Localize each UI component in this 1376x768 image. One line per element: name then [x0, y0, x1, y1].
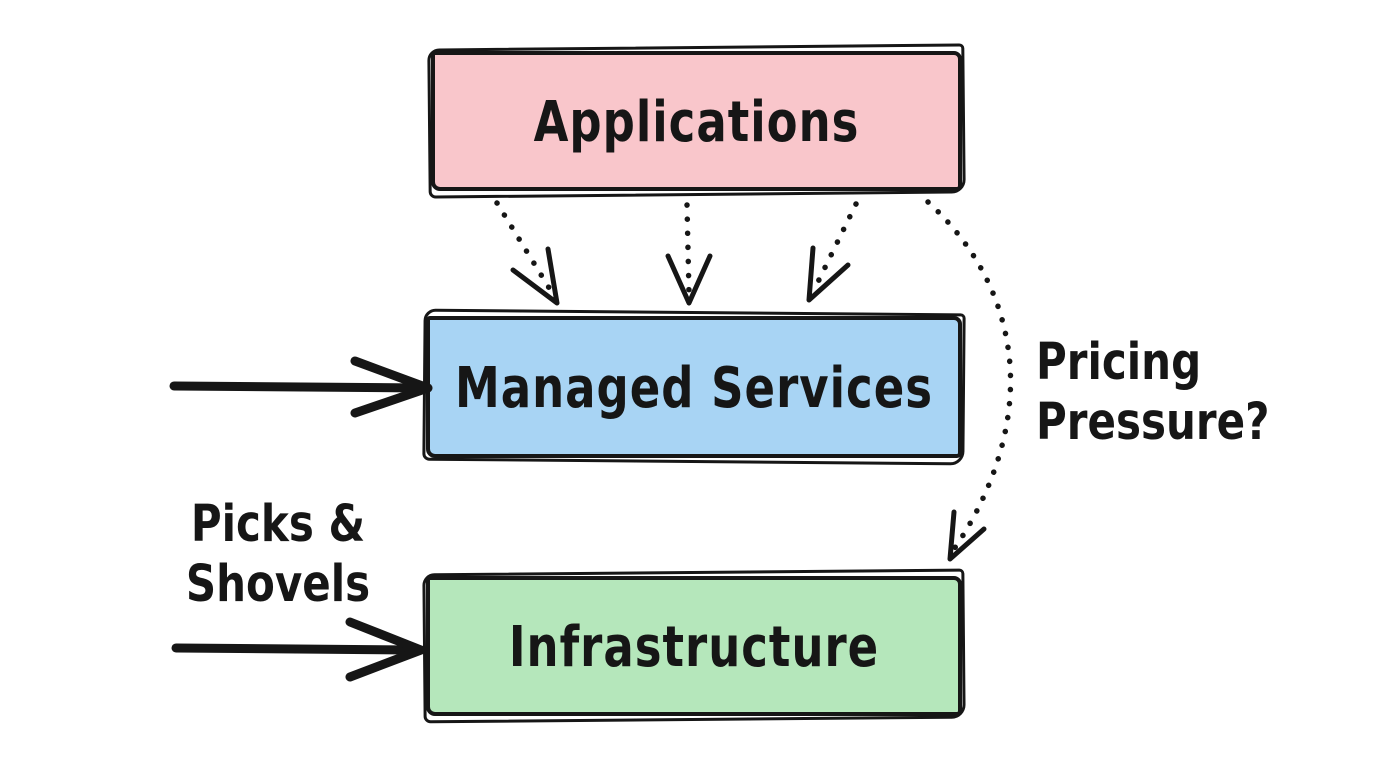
box-applications-label: Applications: [533, 87, 860, 155]
box-infrastructure: Infrastructure: [426, 576, 962, 716]
pricing-pressure-label: Pricing Pressure?: [1036, 332, 1270, 451]
box-managed-services-label: Managed Services: [454, 353, 934, 421]
dotted-arrow-applications-to-managed-middle-icon: [665, 202, 713, 306]
dotted-arrow-applications-to-managed-left-icon: [494, 200, 560, 306]
dotted-arrow-applications-to-managed-right-icon: [806, 201, 859, 303]
box-infrastructure-label: Infrastructure: [508, 612, 880, 680]
box-managed-services: Managed Services: [426, 316, 962, 458]
solid-arrow-into-managed-services-icon: [169, 356, 433, 418]
solid-arrow-into-infrastructure-icon: [171, 617, 426, 682]
box-applications: Applications: [431, 51, 962, 191]
picks-shovels-label: Picks & Shovels: [185, 494, 371, 613]
